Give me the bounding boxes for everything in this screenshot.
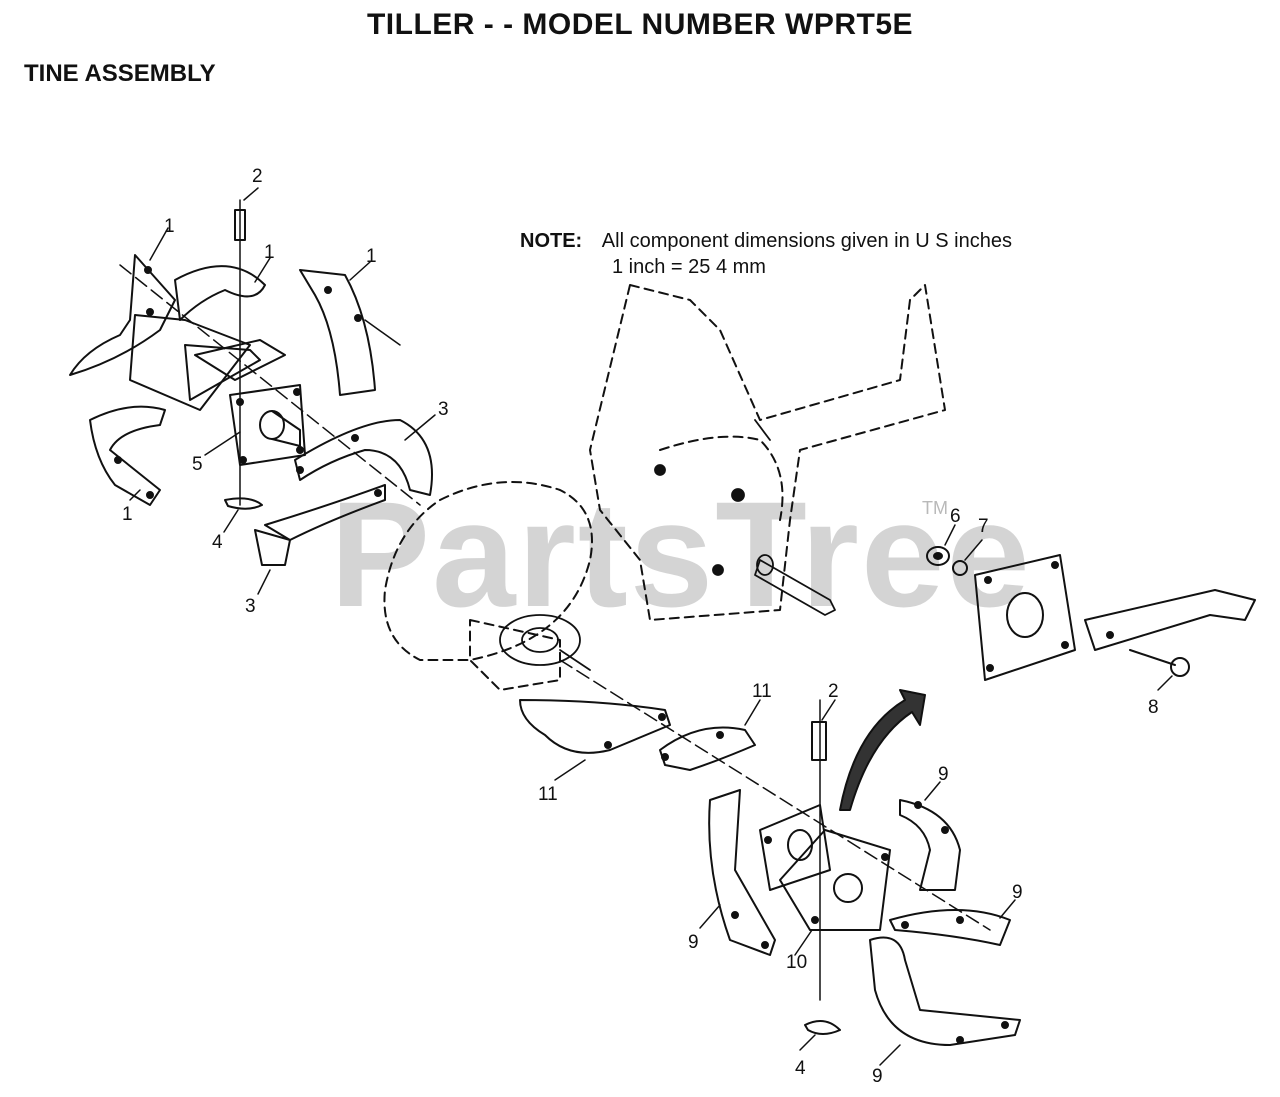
callout-4: 4 — [795, 1058, 806, 1079]
callout-labels: 2 1 1 1 3 5 1 4 3 6 7 8 11 2 11 9 9 9 10… — [122, 166, 1159, 1087]
tiller-housing — [383, 284, 946, 691]
callout-9: 9 — [938, 764, 949, 785]
callout-3: 3 — [245, 596, 256, 617]
note-line-1: All component dimensions given in U S in… — [601, 230, 1012, 252]
right-hub-group — [926, 524, 1256, 691]
callout-11: 11 — [752, 681, 772, 702]
lower-tine-group — [519, 659, 1021, 1066]
callout-2: 2 — [828, 681, 839, 702]
callout-7: 7 — [978, 516, 989, 537]
watermark-trademark: TM — [922, 498, 948, 518]
callout-1: 1 — [164, 216, 175, 237]
callout-9: 9 — [872, 1066, 883, 1087]
note-label: NOTE: — [520, 230, 583, 252]
callout-1: 1 — [264, 242, 275, 263]
section-title: TINE ASSEMBLY — [24, 60, 216, 87]
note-line-2: 1 inch = 25 4 mm — [612, 256, 766, 278]
callout-1: 1 — [122, 504, 133, 525]
callout-1: 1 — [366, 246, 377, 267]
callout-5: 5 — [192, 454, 203, 475]
diagram-title: TILLER - - MODEL NUMBER WPRT5E — [366, 8, 914, 41]
gearbox-details — [499, 419, 836, 671]
callout-4: 4 — [212, 532, 223, 553]
callout-11: 11 — [538, 784, 558, 805]
callout-2: 2 — [252, 166, 263, 187]
callout-3: 3 — [438, 399, 449, 420]
callout-9: 9 — [1012, 882, 1023, 903]
dimension-note: NOTE: All component dimensions given in … — [520, 229, 1012, 278]
watermark: PartsTree — [330, 470, 1032, 638]
callout-6: 6 — [950, 506, 961, 527]
callout-10: 10 — [786, 952, 807, 973]
callout-9: 9 — [688, 932, 699, 953]
left-tine-group — [69, 187, 436, 595]
callout-8: 8 — [1148, 697, 1159, 718]
